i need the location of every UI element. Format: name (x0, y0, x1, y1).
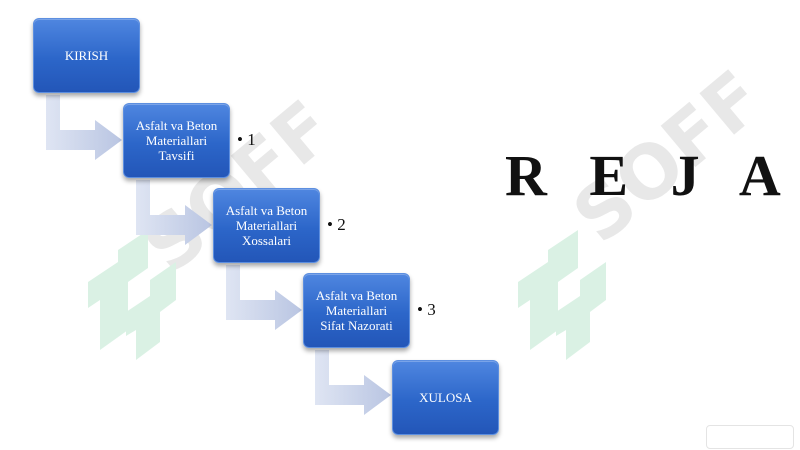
step-line: Materiallari (325, 303, 388, 318)
step-line: KIRISH (64, 48, 109, 63)
step-line: Sifat Nazorati (320, 318, 393, 333)
bullet-1: • 1 (237, 130, 256, 149)
step-xossalari: Asfalt va Beton Materiallari Xossalari (213, 188, 320, 263)
bullet-3: • 3 (417, 300, 436, 319)
step-line: Tavsifi (158, 148, 195, 163)
arrow-4 (315, 350, 391, 415)
step-line: Materiallari (235, 218, 298, 233)
step-line: Asfalt va Beton (135, 118, 218, 133)
arrow-3 (226, 265, 302, 330)
step-tavsifi: Asfalt va Beton Materiallari Tavsifi (123, 103, 230, 178)
arrow-2 (136, 180, 212, 245)
step-sifat-nazorati: Asfalt va Beton Materiallari Sifat Nazor… (303, 273, 410, 348)
bullet-2: • 2 (327, 215, 346, 234)
step-line: Materiallari (145, 133, 208, 148)
step-xulosa: XULOSA (392, 360, 499, 435)
step-line: Asfalt va Beton (315, 288, 398, 303)
arrow-1 (46, 95, 122, 160)
slide-title: R E J A (505, 143, 795, 208)
step-kirish: KIRISH (33, 18, 140, 93)
step-line: Xossalari (241, 233, 292, 248)
step-line: XULOSA (419, 390, 472, 405)
step-line: Asfalt va Beton (225, 203, 308, 218)
corner-box (706, 425, 794, 449)
